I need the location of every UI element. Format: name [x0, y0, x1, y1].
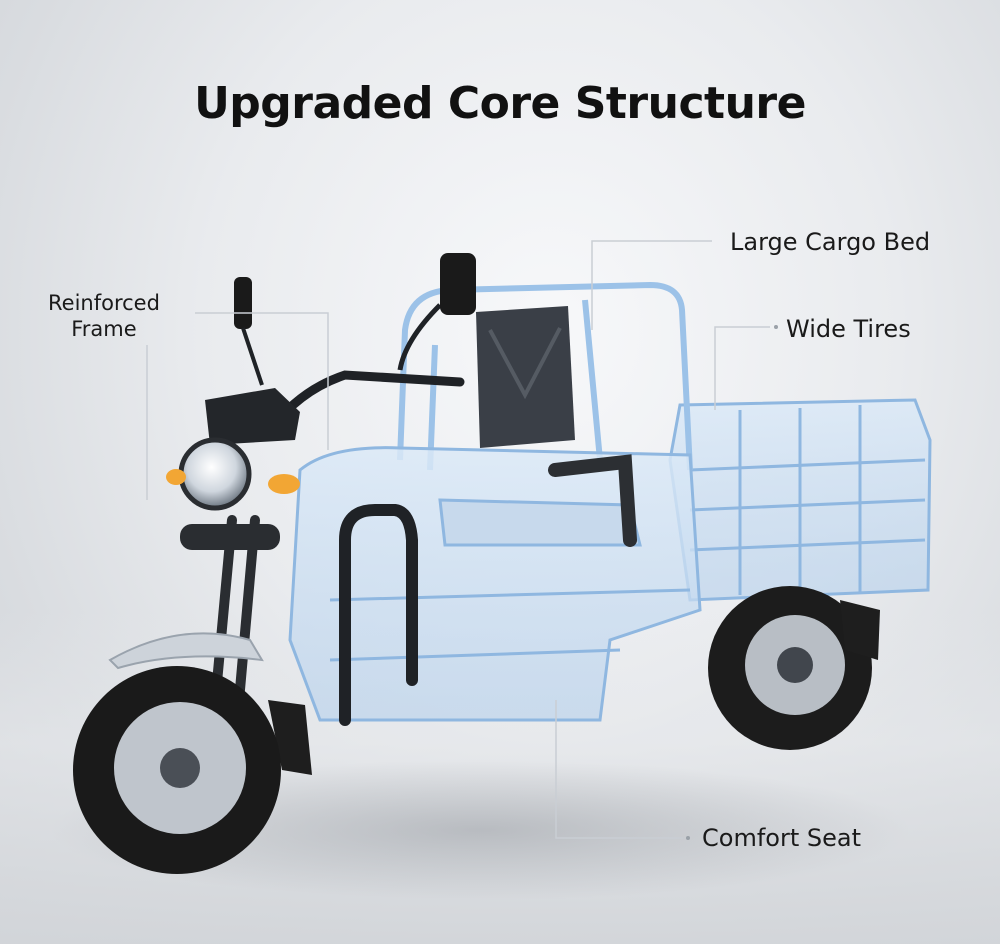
callout-reinforced-frame: Reinforced Frame — [48, 290, 160, 342]
dashboard — [205, 388, 300, 445]
callout-large-cargo-bed: Large Cargo Bed — [730, 228, 931, 256]
callout-frame-line2: Frame — [71, 317, 137, 341]
fog-light-bar — [180, 524, 280, 550]
front-wheel — [73, 666, 281, 874]
cargo-bed — [668, 398, 932, 602]
armrest — [548, 454, 637, 547]
callout-wide-tires: Wide Tires — [786, 315, 911, 343]
callout-comfort-seat: Comfort Seat — [702, 824, 861, 852]
mirror-right — [440, 253, 476, 315]
front-mudflap — [268, 700, 312, 775]
turn-signal-left — [166, 469, 186, 485]
rear-mudflap — [840, 600, 880, 660]
frame-leader-line-top — [195, 312, 329, 450]
mirror-left-stem — [241, 327, 264, 386]
page-title: Upgraded Core Structure — [194, 78, 806, 129]
cargo-leader-line — [591, 240, 712, 330]
callout-frame-line1: Reinforced — [48, 291, 160, 315]
rear-wheel — [708, 586, 872, 750]
handlebar-stem — [397, 303, 442, 371]
tires-leader-line — [714, 326, 770, 410]
mirror-left — [234, 277, 252, 329]
seat-leader-line — [555, 700, 683, 839]
grab-bar — [339, 504, 418, 726]
front-fender — [108, 632, 264, 670]
seat-backrest — [476, 306, 575, 448]
turn-signal-right — [268, 474, 300, 494]
